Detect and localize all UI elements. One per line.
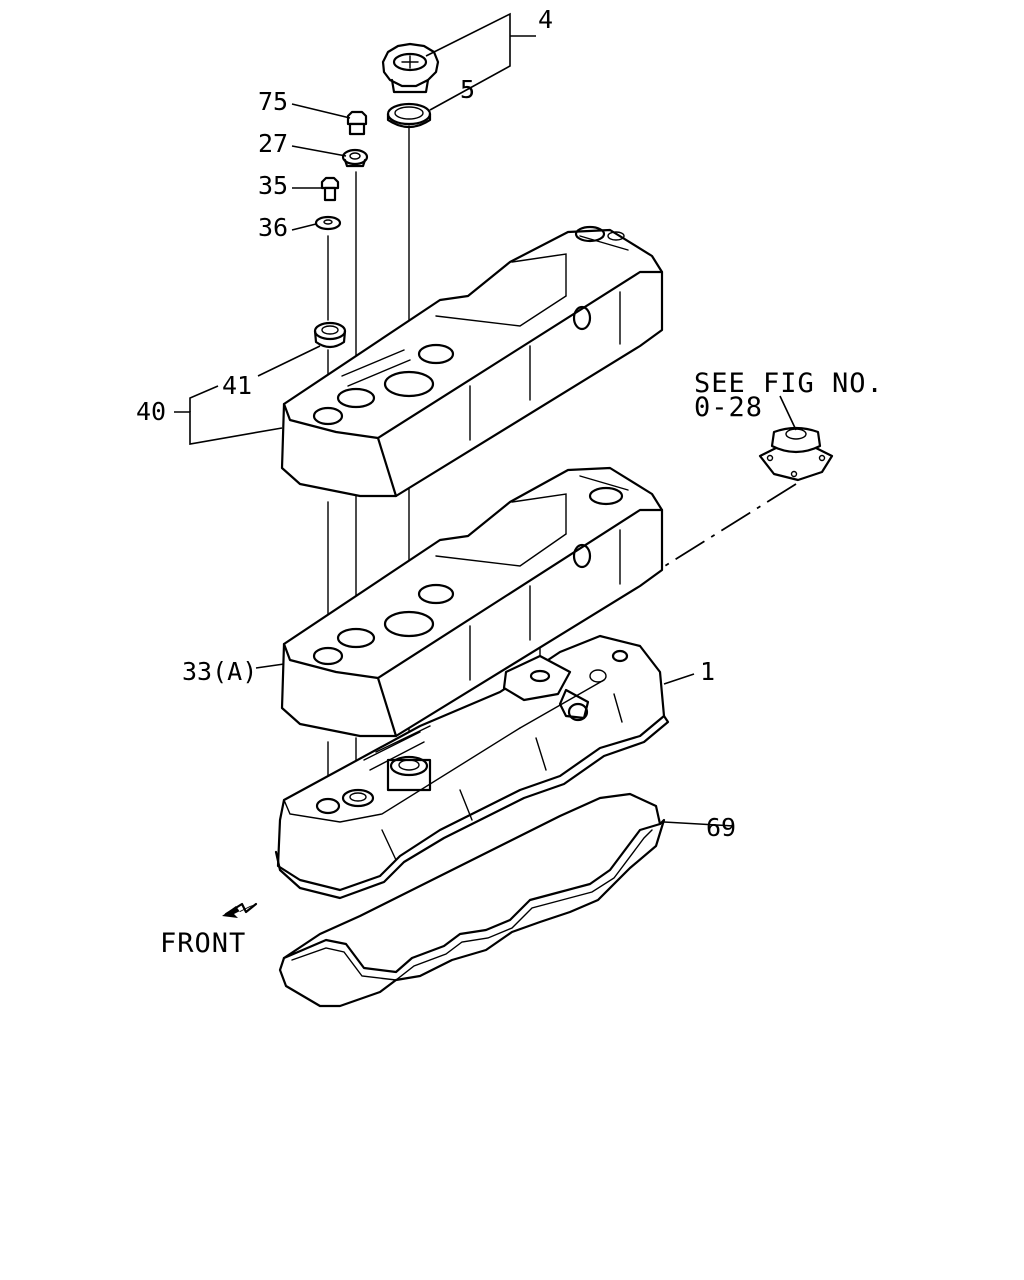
seal-washer-27 — [341, 148, 369, 168]
upper-head-cover-40 — [280, 225, 664, 498]
washer-36 — [314, 215, 342, 231]
callout-33a: 33(A) — [182, 657, 257, 686]
callout-75: 75 — [258, 87, 288, 116]
front-label: FRONT — [160, 928, 246, 959]
callout-36: 36 — [258, 213, 288, 242]
callout-41: 41 — [222, 371, 252, 400]
leader-lines — [174, 12, 797, 827]
callout-27: 27 — [258, 129, 288, 158]
oil-filler-cap — [381, 42, 440, 94]
breather-assembly — [758, 426, 834, 482]
callout-35: 35 — [258, 171, 288, 200]
callout-5: 5 — [460, 75, 475, 104]
front-arrow-icon — [222, 902, 258, 918]
grommet-41 — [313, 321, 347, 349]
callout-69: 69 — [706, 813, 736, 842]
filler-cap-gasket — [386, 102, 432, 129]
callout-4: 4 — [538, 5, 553, 34]
see-fig-note-line1: SEE FIG NO. — [694, 368, 884, 399]
bolt-75 — [346, 110, 368, 136]
bolt-35 — [320, 176, 340, 202]
middle-head-cover-33a — [280, 466, 664, 738]
head-cover-gasket-69 — [278, 792, 666, 1008]
callout-1: 1 — [700, 657, 715, 686]
callout-40: 40 — [136, 397, 166, 426]
see-fig-note-line2: 0-28 — [694, 392, 763, 423]
head-cover-1 — [274, 634, 670, 900]
